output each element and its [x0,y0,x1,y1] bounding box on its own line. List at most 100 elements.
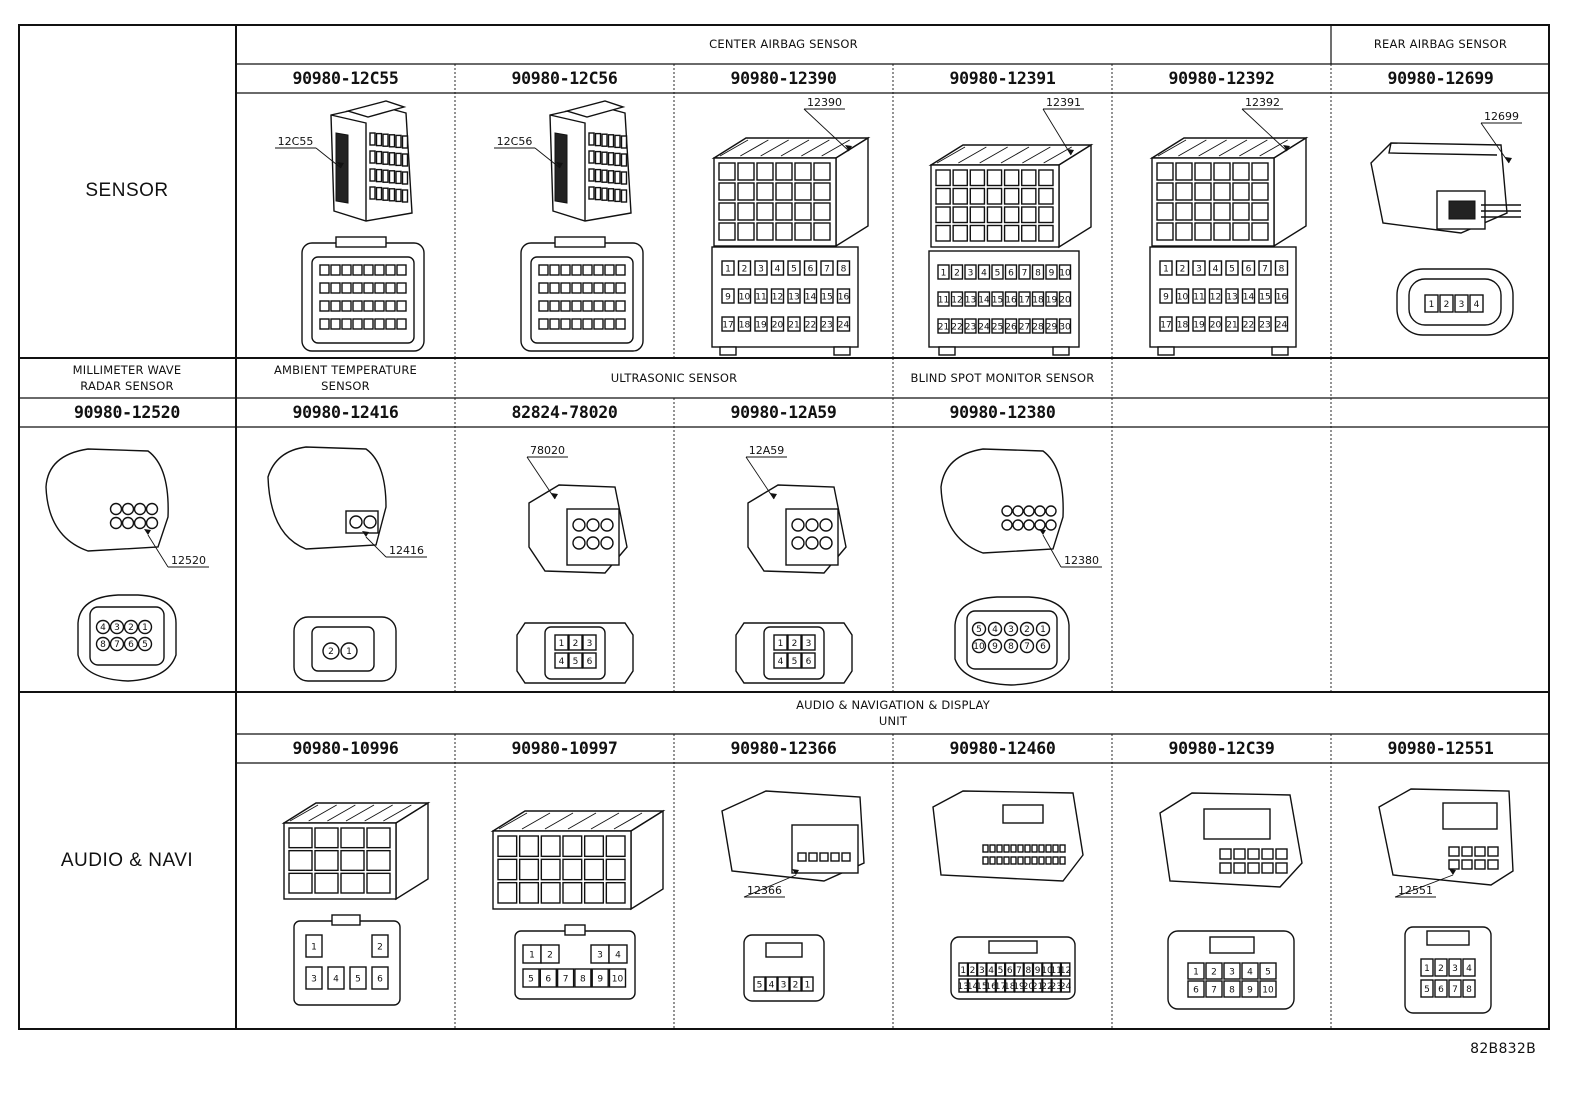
cavity [540,858,561,881]
pin-cell [560,318,571,330]
part-number: 90980-12C39 [1168,739,1275,758]
pin-number: 8 [1035,269,1041,279]
pin-cell [330,264,341,276]
category-label-audio-navi: AUDIO & NAVI [60,850,194,871]
pin-number: 20 [772,321,784,331]
connector-3d-view [932,790,1084,882]
cavity [791,518,805,532]
part-number: 90980-12551 [1387,739,1494,758]
cavity [600,536,614,550]
cavity [737,202,755,221]
cavity [969,187,986,205]
cavity [1045,519,1057,531]
pin-cell [341,264,352,276]
cavity [586,536,600,550]
cavity [952,187,968,205]
cavity [607,188,615,202]
latch [1002,804,1044,824]
pin-number: 15 [992,296,1003,306]
pin-cell [374,282,385,294]
cavity [349,515,363,529]
pin-number: 23 [1259,321,1270,331]
pin-cell [319,318,330,330]
group-millimeter-wave-radar-sensor: MILLIMETER WAVE RADAR SENSOR [72,363,182,393]
cavity [388,170,396,184]
group-ultrasonic-sensor: ULTRASONIC SENSOR [610,371,738,385]
cavity [1251,202,1269,221]
pin-number: 5 [1424,985,1430,995]
cavity [808,852,818,862]
cavity [1448,859,1460,870]
cavity [1059,844,1066,853]
pin-cell [352,318,363,330]
pin-number: 1 [1429,300,1435,310]
connector-3d-view [330,100,413,222]
pin-number: 8 [100,640,106,650]
pin-cell [352,264,363,276]
pin-number: 6 [1246,265,1252,275]
pin-number: 8 [1025,966,1031,976]
connector-3d-view [1378,788,1514,886]
pin-number: 2 [573,639,579,649]
pin-number: 21 [938,323,949,333]
cavity [562,858,583,881]
pin-number: 24 [978,323,990,333]
pin-number: 8 [841,265,847,275]
pin-number: 7 [1452,985,1458,995]
cavity [1045,505,1057,517]
cavity [388,152,396,166]
cavity [1003,844,1010,853]
cavity [952,224,968,242]
pin-number: 18 [1177,321,1189,331]
connector-drawing: 12C55 [275,100,425,352]
pin-number: 2 [954,269,960,279]
pin-cell [593,300,604,312]
pin-number: 3 [597,951,603,961]
cavity [497,835,518,858]
pin-cell [538,300,549,312]
pin-number: 1 [941,269,947,279]
pin-number: 9 [1163,293,1169,303]
connector-3d-view [721,790,865,882]
cavity [388,134,396,148]
pin-number: 21 [1226,321,1237,331]
pin-number: 5 [757,981,763,991]
cavity [607,134,615,148]
cavity [1012,519,1024,531]
pin-cell [549,318,560,330]
pin-number: 7 [1024,642,1030,652]
cavity [797,852,807,862]
cavity [1275,848,1288,860]
pin-cell [582,282,593,294]
pin-number: 2 [377,943,383,953]
cavity [775,222,793,241]
cavity [369,168,376,182]
cavity [607,170,615,184]
cavity [1213,222,1231,241]
group-empty [1331,358,1550,398]
pin-number: 20 [1059,296,1071,306]
cavity [366,849,391,872]
pin-number: 17 [1160,321,1171,331]
pin-number: 3 [806,639,812,649]
cavity [601,133,608,147]
pin-cell [571,300,582,312]
connector-face-view [301,236,425,352]
cavity [572,518,586,532]
connector-3d-view [281,801,431,901]
pin-number: 3 [311,975,317,985]
cavity [1213,162,1231,181]
pin-number: 19 [1046,296,1058,306]
cavity [982,844,989,853]
connector-3d-view [1370,142,1521,234]
pin-number: 2 [1444,300,1450,310]
